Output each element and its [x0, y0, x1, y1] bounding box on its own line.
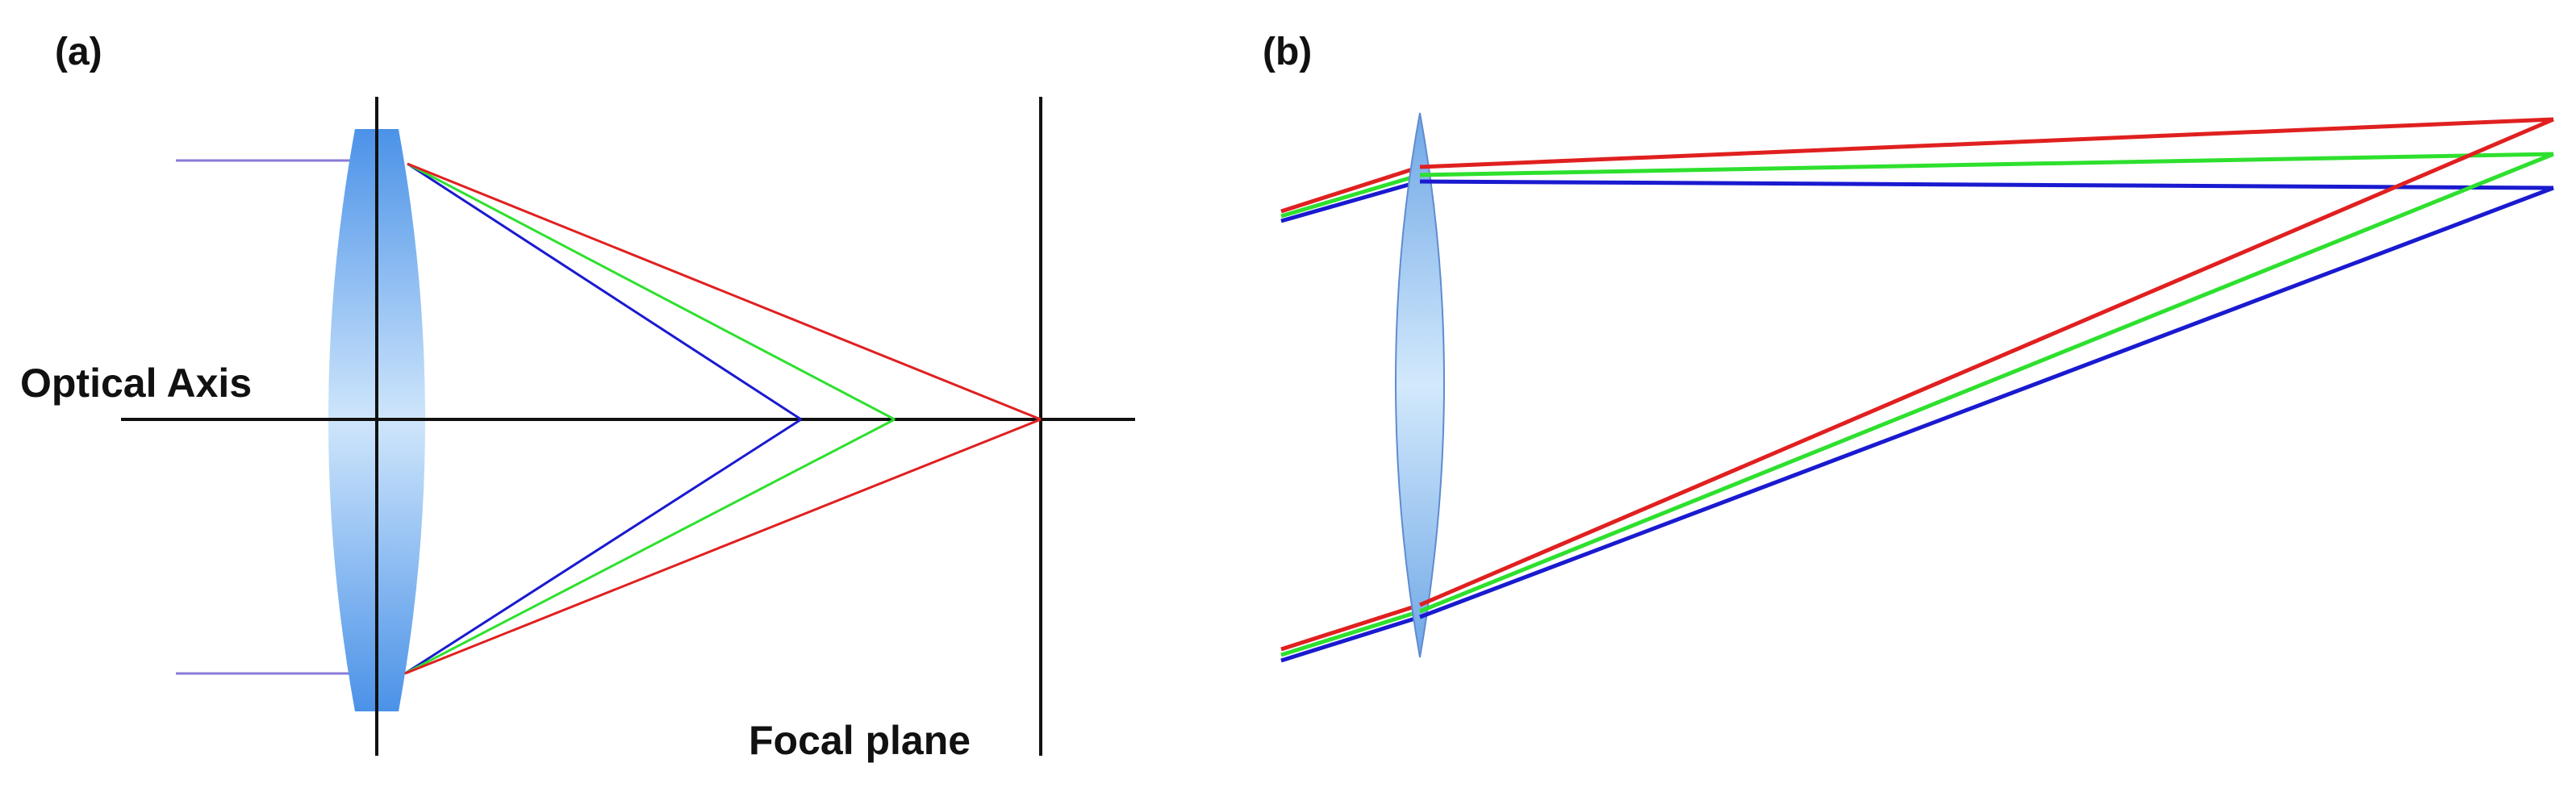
incoming-blue-lower	[1280, 615, 1421, 663]
panel-a: (a) Optical Axis Focal plane	[20, 31, 1135, 763]
panel-b-label: (b)	[1263, 31, 1312, 73]
green-ray-upper	[1419, 152, 2554, 177]
incoming-red-upper	[1280, 165, 1421, 214]
red-ray-lower	[1419, 117, 2554, 607]
blue-ray-lower	[1419, 186, 2554, 619]
incoming-green-lower	[1280, 609, 1421, 657]
panel-b: (b)	[1263, 31, 2554, 663]
panel-a-label: (a)	[55, 31, 102, 73]
green-ray-lower	[1419, 152, 2554, 614]
blue-ray-top	[407, 162, 802, 421]
incoming-red-lower	[1280, 602, 1421, 652]
red-ray-top	[407, 162, 1042, 421]
incoming-green-upper	[1280, 173, 1421, 219]
blue-ray-bottom	[404, 418, 802, 675]
green-ray-bottom	[404, 418, 896, 675]
thin-lens	[1395, 112, 1445, 658]
red-ray-upper	[1419, 117, 2554, 169]
blue-ray-upper	[1419, 179, 2554, 190]
red-ray-bottom	[404, 418, 1042, 675]
green-ray-top	[407, 162, 896, 421]
incoming-blue-upper	[1280, 179, 1421, 223]
optical-axis-label: Optical Axis	[20, 361, 252, 406]
focal-plane-label: Focal plane	[749, 718, 971, 763]
